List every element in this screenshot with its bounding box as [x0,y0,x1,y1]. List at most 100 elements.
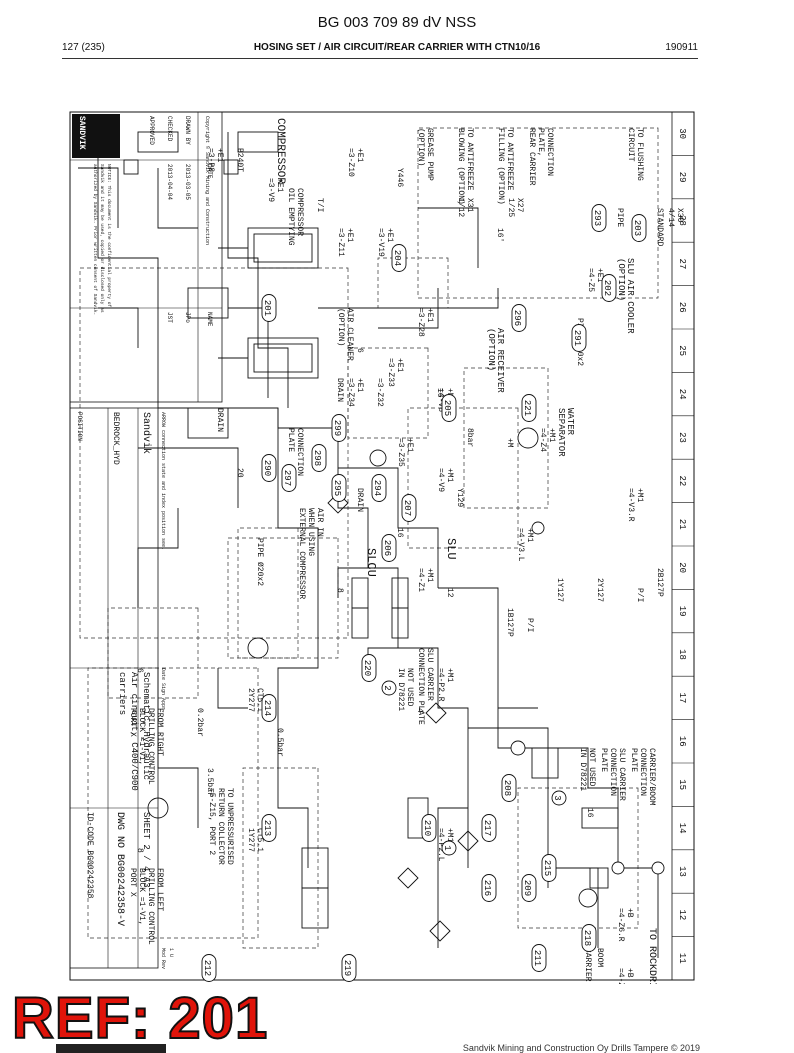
pressure-label: 3.5bar [205,768,214,797]
grid-column-label: 20 [677,562,687,573]
antifreeze-fill-label: FILLING (OPTION) [496,128,505,205]
ref-bubble-number: 297 [282,470,292,486]
v19-tag: +E1 [385,228,394,243]
1b127p-tag: 1B127P [505,608,514,637]
ref-bubble [341,954,357,982]
title-row-label: DRAWN BY [184,116,191,145]
notice-text: Sandvik and it may be used, copied or di… [99,164,105,313]
ref-bubble-number: 201 [262,300,272,316]
pressure-label: 0.5bar [275,728,284,757]
z6r-tag: +B [625,908,634,918]
ref-bubble-number: 1 [442,845,452,850]
carrier-label: CARRIER [583,948,592,982]
brand-logo: SANDVIK [77,116,86,150]
ref-bubble-number: 203 [632,220,642,236]
ref-bubble [551,790,567,806]
from-right-label: BLOCK =1-V1, [137,708,146,766]
air-in-label: EXTERNAL COMPRESSOR [297,508,306,599]
header-rule [62,58,698,59]
boom-label: BOOM [595,948,604,967]
z4-tag: =4-Z4 [538,428,547,452]
slu-label: SLU [444,538,458,560]
ti-tag: T/I [315,198,324,212]
grid-column-label: 14 [677,823,687,834]
to-flushing-label: CIRCUIT [626,128,635,162]
to-unpressurised-label: TO UNPRESSURISED [225,788,234,865]
ref-bubble [481,814,497,842]
grid-column-label: 25 [677,345,687,356]
ref-bubble-number: 217 [482,820,492,836]
ref-bubble [531,944,547,972]
antifreeze-fill-label: TO ANTIFREEZE [505,128,514,191]
ref-bubbles: 2012022032042052062072082092102112122132… [201,204,647,982]
ref-bubble-number: 296 [512,310,522,326]
footer-logo [56,1044,166,1053]
z10-tag: =3-Z10 [346,148,355,177]
z1-tag: +M1 [425,568,434,583]
ref-bubble [421,814,437,842]
z34-tag: =3-Z34 [346,378,355,407]
valve-symbols [123,131,619,942]
ref-bubble-number: 216 [482,880,492,896]
title-row-label: CHECKED [166,116,173,142]
2y127-tag: 2Y127 [595,578,604,602]
x27-tag: 1/25 [506,198,515,217]
hose-size-label: 6 [135,668,144,673]
z33-tag: +E1 [395,358,404,373]
ref-bubble [261,814,277,842]
air-cleaner-label: (OPTION) [336,308,345,346]
grid-column-label: 11 [677,953,687,964]
document-code: 190911 [665,42,698,53]
page-number: 127 (235) [62,42,105,53]
v3r-tag: +M1 [635,488,644,503]
drain-label: DRAIN [215,408,224,432]
antifreeze-blow-label: BLOWING (OPTION) [456,128,465,205]
air-receiver-label: (OPTION) [486,328,496,371]
y446-tag: Y446 [395,168,404,187]
ref-bubble-number: 214 [262,700,272,716]
ref-bubble [481,874,497,902]
drawing-title: Air circuit, C400/C900 [129,672,139,791]
compressor-oil-label: COMPRESSOR [295,188,304,236]
grease-pump-label: GREASE PUMP [425,128,434,181]
title-row-name: JPo [184,312,191,323]
ct5-tag: 2Y277 [246,688,255,712]
ct5-tag: 1Y277 [246,828,255,852]
p2l-tag: =4-P2.L [436,828,445,862]
water-separator-label: WATER [565,408,575,436]
z5-tag: +E1 [595,268,604,283]
ct5-tag: CT5.1 [255,828,264,852]
v9b-tag: +E1 [275,178,284,193]
ref-bubble-number: 209 [522,880,532,896]
v9-tag: +M1 [445,468,454,483]
slu-air-cooler-label: SLU AIR COOLER [625,258,635,334]
slu-carrier-plate-label: CONNECTION [608,748,617,796]
ref-bubble-number: 204 [392,250,402,266]
ref-bubble-number: 211 [532,950,542,966]
hose-size-label: 8 [135,848,144,853]
grid-column-label: 29 [677,172,687,183]
v9b-tag: =3-V9 [266,178,275,202]
z5-tag: =4-Z5 [586,268,595,292]
ref-bubble [601,274,617,302]
ref-bubble-number: 215 [542,860,552,876]
sheet-number: SHEET 2 / 4 A3 [141,812,151,888]
grid-column-label: 19 [677,606,687,617]
ref-bubble [331,474,347,502]
connection-plate-label: CONNECTION [295,428,304,476]
hose-size-label: 16 [585,808,594,818]
ref-bubble [261,454,277,482]
not-used-label: NOT USED [587,748,596,787]
grid-column-label: 28 [677,215,687,226]
slu-air-cooler-label: (OPTION) [616,258,626,301]
revision-row: 1 U [168,948,174,957]
ref-bubble [381,680,397,696]
ref-bubble-number: 208 [502,780,512,796]
carrier-boom-plate-label: CARRIER/BOOM [647,748,656,806]
ref-bubble [331,414,347,442]
slcu-label: SLCU [364,548,378,577]
title-row-name: JST [166,312,173,323]
title-row-date: 2013-04-04 [166,164,173,200]
